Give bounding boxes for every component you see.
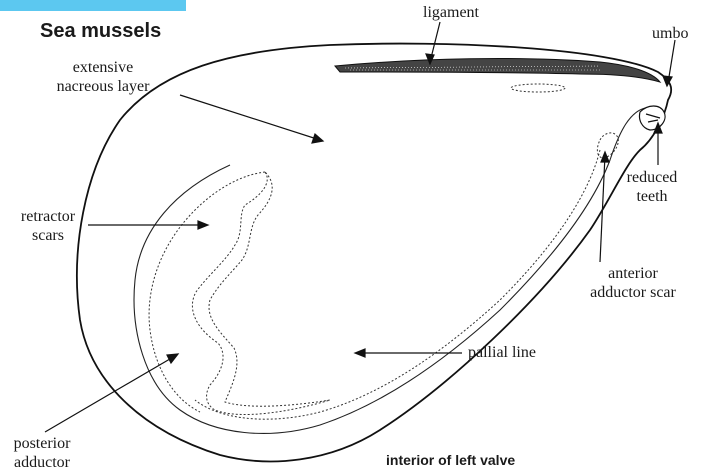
ligament-label: ligament	[423, 3, 479, 22]
figure-caption: interior of left valve	[386, 452, 515, 468]
anterior-adductor-label-line2: adductor scar	[573, 283, 693, 302]
reduced-teeth-label-line1: reduced	[612, 168, 692, 187]
retractor-scar	[192, 172, 330, 415]
reduced-teeth-label-line2: teeth	[612, 187, 692, 206]
posterior-adductor-label-line2: adductor	[2, 453, 82, 472]
pallial-line	[195, 150, 600, 419]
posterior-adductor-label: posterior adductor	[2, 434, 82, 472]
retractor-scars-label-line2: scars	[8, 226, 88, 245]
nacreous-layer-label-line2: nacreous layer	[28, 77, 178, 96]
umbo-label: umbo	[652, 24, 688, 43]
anterior-adductor-label-line1: anterior	[573, 264, 693, 283]
nacreous-layer-label: extensive nacreous layer	[28, 58, 178, 96]
anterior-adductor-label: anterior adductor scar	[573, 264, 693, 302]
retractor-scars-label: retractor scars	[8, 207, 88, 245]
ligament-ellipse	[511, 84, 565, 92]
nacreous-layer-label-line1: extensive	[28, 58, 178, 77]
umbo-detail	[639, 106, 665, 130]
pallial-line-label: pallial line	[468, 343, 536, 362]
reduced-teeth-label: reduced teeth	[612, 168, 692, 206]
shell-outline	[77, 44, 671, 462]
scar-outer-band	[149, 172, 265, 412]
retractor-scars-label-line1: retractor	[8, 207, 88, 226]
posterior-adductor-label-line1: posterior	[2, 434, 82, 453]
